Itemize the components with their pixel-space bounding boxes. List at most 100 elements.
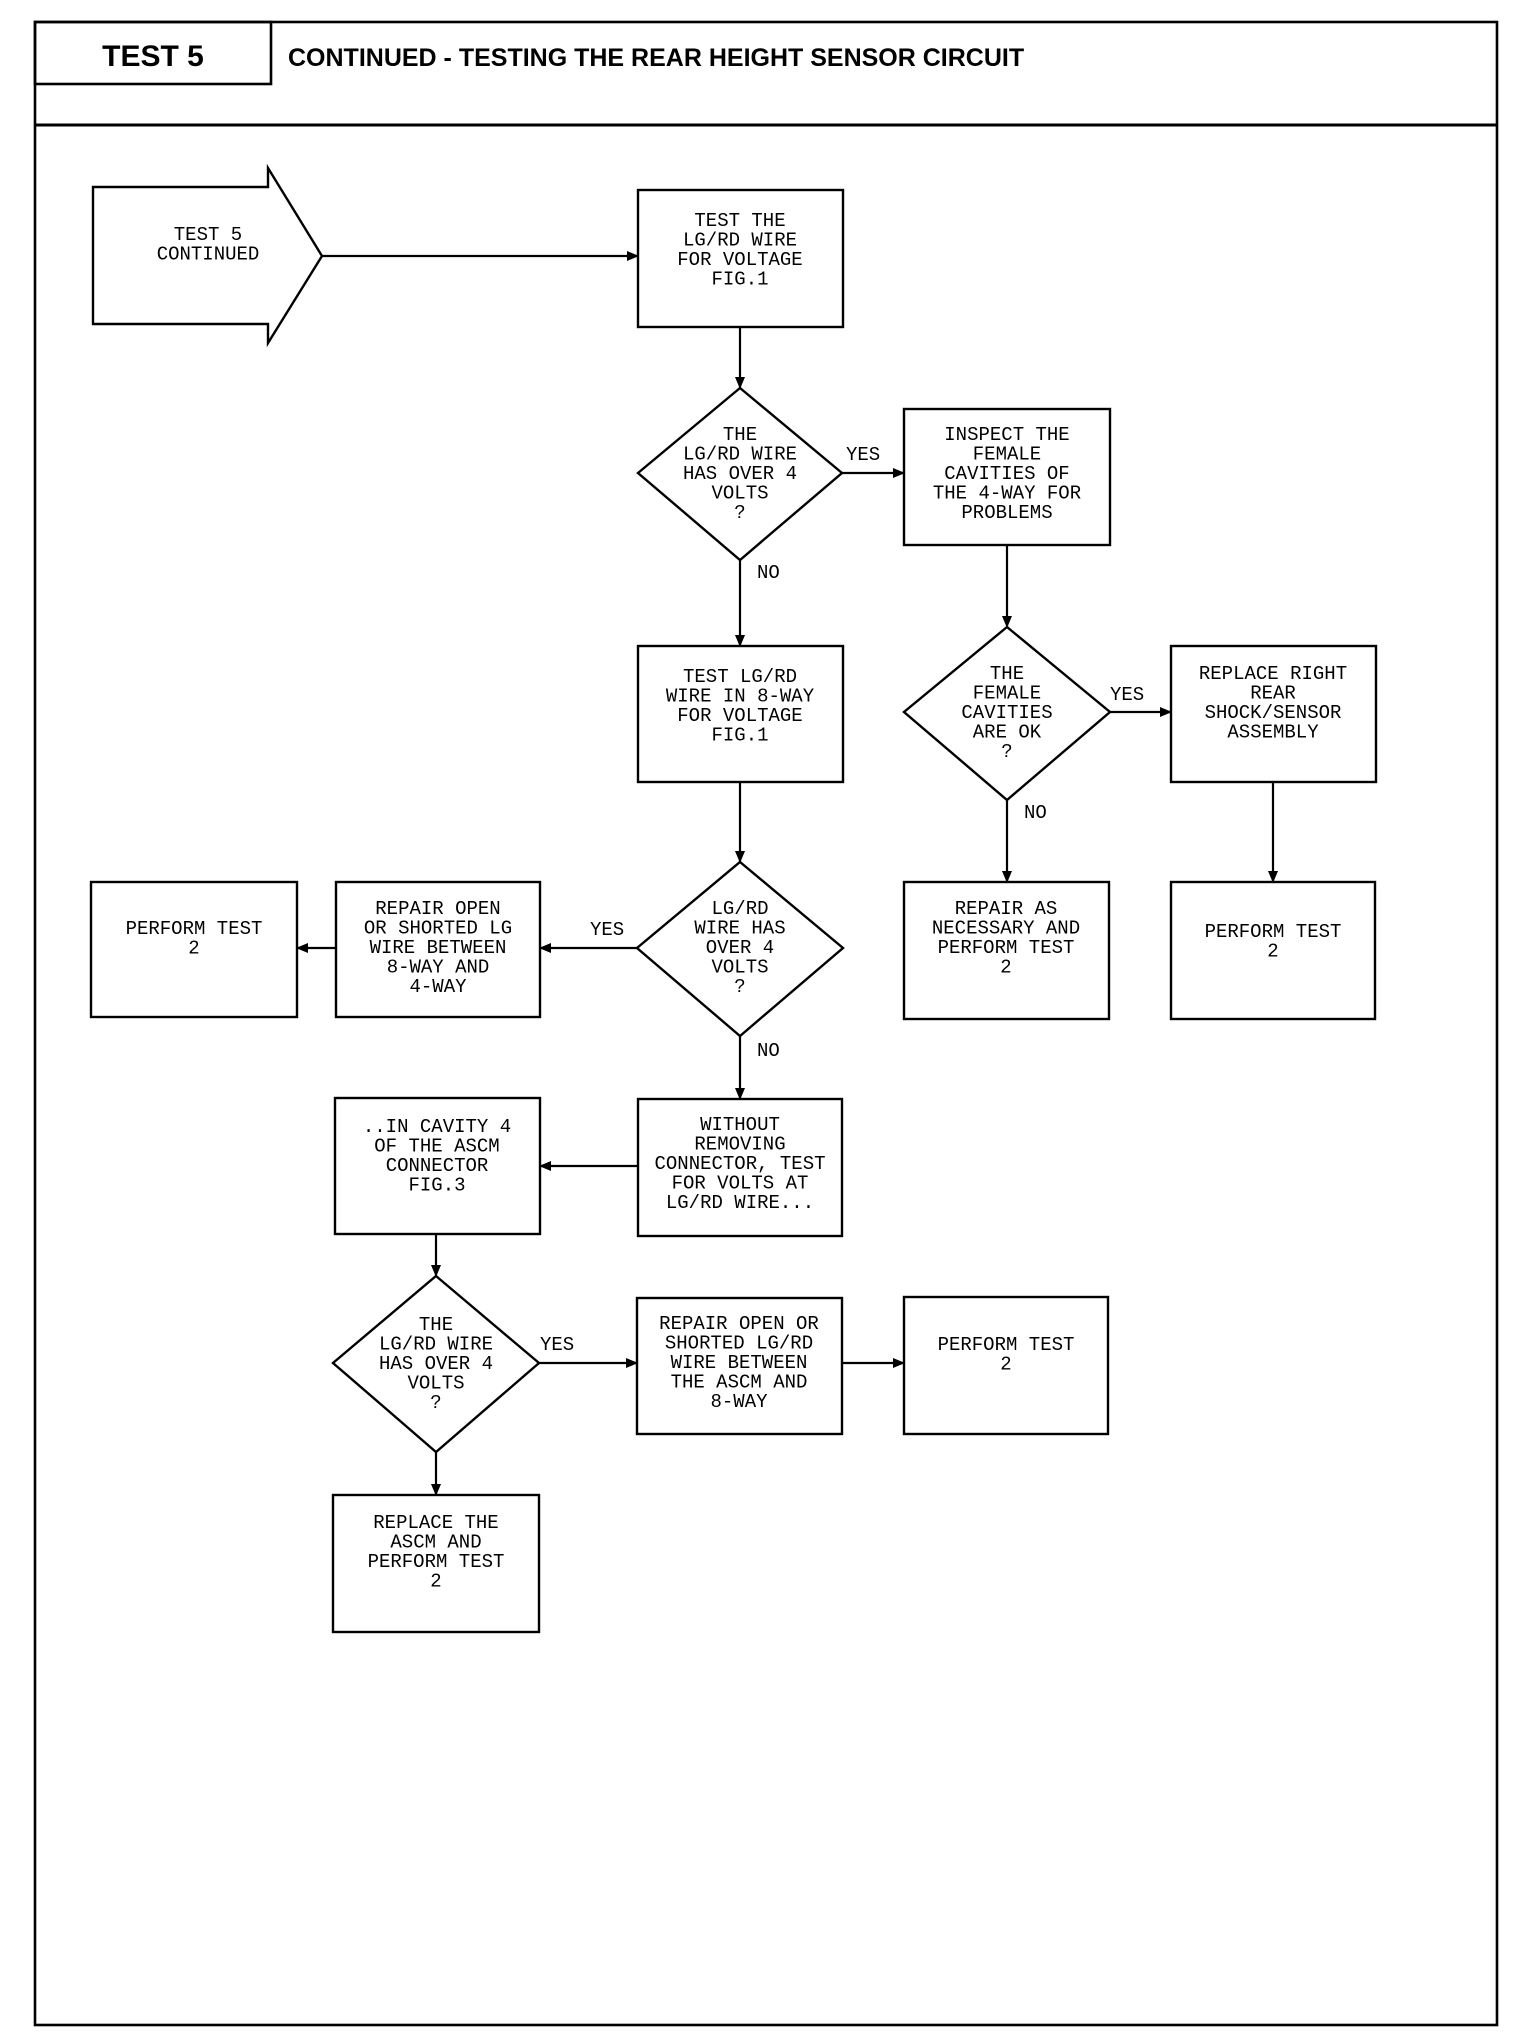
node-text-line: REAR [1250, 683, 1296, 705]
node-text-line: ..IN CAVITY 4 [363, 1116, 511, 1138]
edge-label-a-no: NO [757, 562, 780, 584]
node-text-line: NECESSARY AND [932, 918, 1080, 940]
node-text-line: 8-WAY [710, 1391, 768, 1413]
node-text-line: 2 [1000, 1354, 1011, 1376]
node-text-line: 2 [430, 1571, 441, 1593]
node-text-line: 2 [1000, 957, 1011, 979]
node-text-line: CONNECTOR [386, 1155, 489, 1177]
node-text-line: PERFORM TEST [938, 937, 1075, 959]
node-text-line: FIG.3 [408, 1175, 465, 1197]
node-text-line: VOLTS [711, 483, 768, 505]
edge-label-a-yes: YES [846, 444, 880, 466]
node-text-line: WIRE BETWEEN [671, 1352, 808, 1374]
node-text-line: FOR VOLTAGE [677, 249, 802, 271]
node-text-line: FIG.1 [711, 725, 768, 747]
node-text-line: SHORTED LG/RD [665, 1333, 813, 1355]
edge-label-cavities-no: NO [1024, 802, 1047, 824]
node-text-line: OF THE ASCM [374, 1136, 499, 1158]
node-text-line: PERFORM TEST [368, 1551, 505, 1573]
node-text-line: SHOCK/SENSOR [1205, 702, 1342, 724]
node-text-line: PERFORM TEST [938, 1334, 1075, 1356]
node-text-line: LG/RD WIRE [379, 1334, 493, 1356]
node-text-line: ASSEMBLY [1227, 722, 1319, 744]
node-text-line: LG/RD WIRE [683, 230, 797, 252]
node-text-line: HAS OVER 4 [379, 1353, 493, 1375]
node-text-line: THE [990, 663, 1024, 685]
test-label-box [33, 20, 273, 86]
node-text-line: WIRE IN 8-WAY [666, 686, 815, 708]
node-text-line: 8-WAY AND [387, 957, 490, 979]
edge-label-b-yes: YES [590, 919, 624, 941]
node-text-line: ? [1001, 741, 1012, 763]
node-text-line: THE ASCM AND [671, 1372, 808, 1394]
node-text-line: VOLTS [407, 1373, 464, 1395]
node-text-line: WITHOUT [700, 1114, 780, 1136]
node-text-line: REPAIR OPEN OR [659, 1313, 819, 1335]
node-text-line: CAVITIES OF [944, 463, 1069, 485]
node-text-line: HAS OVER 4 [683, 463, 797, 485]
node-text-line: ARE OK [973, 722, 1042, 744]
node-text-line: TEST 5 [174, 224, 242, 246]
node-text-line: CONTINUED [157, 244, 260, 266]
edge-label-cavities-yes: YES [1110, 684, 1144, 706]
node-text-line: REPLACE RIGHT [1199, 663, 1347, 685]
node-text-line: WIRE BETWEEN [370, 937, 507, 959]
edge-label-b-no: NO [757, 1040, 780, 1062]
node-text-line: CONNECTOR, TEST [654, 1153, 825, 1175]
node-text-line: ? [430, 1392, 441, 1414]
node-text-line: REMOVING [694, 1134, 785, 1156]
node-text-line: TEST LG/RD [683, 666, 797, 688]
node-text-line: OR SHORTED LG [364, 918, 512, 940]
node-text-line: REPAIR OPEN [375, 898, 500, 920]
node-text-line: LG/RD WIRE... [666, 1192, 814, 1214]
node-text-line: LG/RD [711, 898, 768, 920]
connectors [296, 251, 1278, 1496]
node-text-line: ? [734, 502, 745, 524]
test-label: TEST 5 [102, 40, 204, 73]
node-text-line: 4-WAY [409, 976, 467, 998]
node-text-line: FIG.1 [711, 269, 768, 291]
node-text-line: FOR VOLTS AT [672, 1173, 809, 1195]
node-text-line: THE [723, 424, 757, 446]
node-text-line: 2 [1267, 941, 1278, 963]
node-text-line: THE [419, 1314, 453, 1336]
node-text-line: LG/RD WIRE [683, 444, 797, 466]
node-text-line: FOR VOLTAGE [677, 705, 802, 727]
node-text-line: THE 4-WAY FOR [933, 483, 1081, 505]
node-text-line: REPAIR AS [955, 898, 1058, 920]
node-text-line: FEMALE [973, 444, 1041, 466]
node-text-line: ? [734, 976, 745, 998]
edge-label-c-yes: YES [540, 1334, 574, 1356]
node-text-line: OVER 4 [706, 937, 774, 959]
node-text-line: PERFORM TEST [126, 918, 263, 940]
